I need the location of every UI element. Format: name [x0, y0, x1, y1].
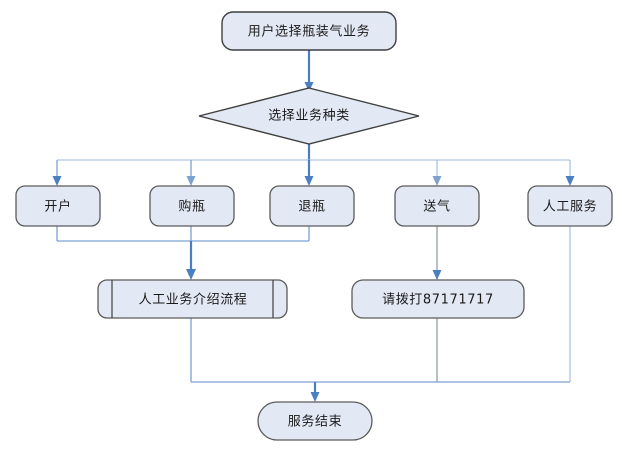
arrow-end-in: [310, 392, 320, 402]
node-option-manual-service[interactable]: 人工服务: [527, 185, 613, 227]
start-shape: [221, 11, 397, 51]
process-shape: [97, 279, 288, 319]
decision-shape: [198, 87, 420, 145]
phone-shape: [351, 279, 525, 319]
option-1-shape: [15, 185, 101, 227]
option-5-label: 人工服务: [543, 199, 597, 215]
process-label: 人工业务介绍流程: [139, 292, 248, 308]
node-end[interactable]: 服务结束: [257, 401, 373, 441]
option-1-label: 开户: [44, 199, 71, 215]
arrow-option-5-in: [565, 176, 575, 186]
phone-label: 请拨打87171717: [382, 293, 494, 308]
option-3-shape: [269, 185, 355, 227]
node-option-deliver-gas[interactable]: 送气: [394, 185, 480, 227]
end-label: 服务结束: [288, 414, 342, 430]
connector-layer: [52, 50, 575, 402]
arrow-phone-in: [432, 270, 442, 280]
node-option-open-account[interactable]: 开户: [15, 185, 101, 227]
arrow-option-4-in: [432, 176, 442, 186]
option-3-label: 退瓶: [298, 200, 325, 215]
node-option-buy-bottle[interactable]: 购瓶: [149, 185, 235, 227]
node-start[interactable]: 用户选择瓶装气业务: [221, 11, 397, 51]
option-2-label: 购瓶: [178, 199, 205, 215]
node-option-return-bottle[interactable]: 退瓶: [269, 185, 355, 227]
node-call-hotline[interactable]: 请拨打87171717: [351, 279, 525, 319]
start-label: 用户选择瓶装气业务: [248, 24, 370, 40]
option-4-shape: [394, 185, 480, 227]
end-shape: [257, 401, 373, 441]
arrow-option-3-in: [304, 176, 314, 186]
arrow-process-in: [186, 269, 196, 280]
decision-label: 选择业务种类: [268, 108, 350, 124]
option-4-label: 送气: [423, 199, 450, 215]
option-2-shape: [149, 185, 235, 227]
node-manual-process[interactable]: 人工业务介绍流程: [97, 279, 288, 319]
arrow-option-1-in: [52, 176, 62, 186]
arrow-option-2-in: [186, 176, 196, 186]
arrow-decision-in: [304, 82, 314, 92]
node-decision[interactable]: 选择业务种类: [198, 87, 420, 145]
option-5-shape: [527, 185, 613, 227]
